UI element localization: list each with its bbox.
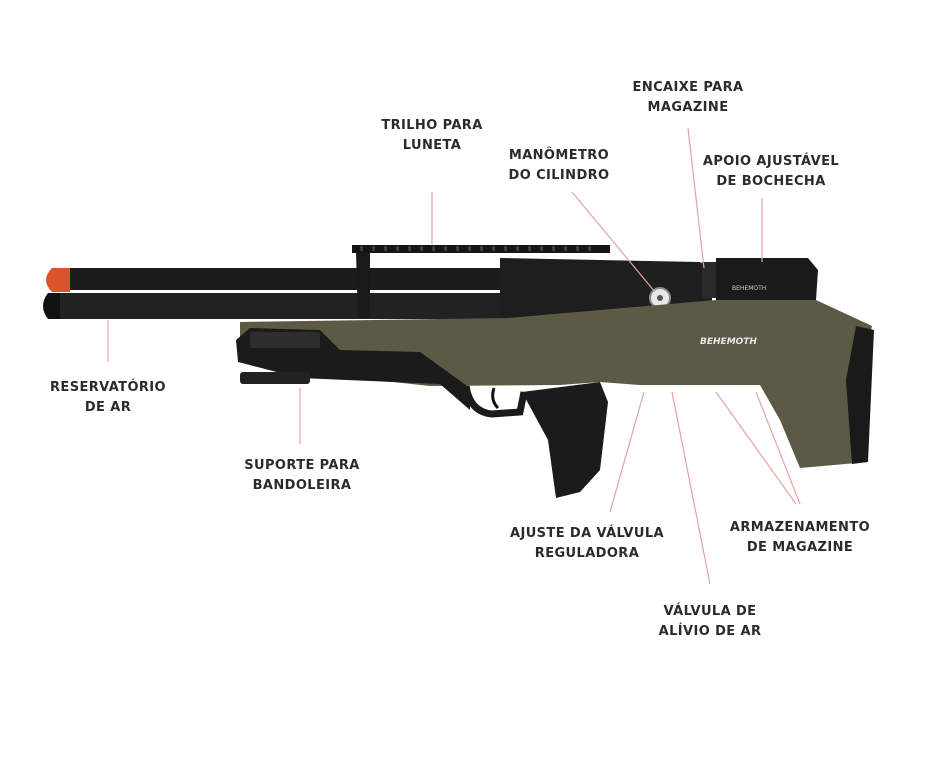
leader-encaixe xyxy=(687,127,705,269)
label-valvula-line2: ALÍVIO DE AR xyxy=(658,624,762,639)
forend-rail xyxy=(250,332,320,348)
scope-rail-notches xyxy=(360,246,591,251)
pistol-grip xyxy=(522,382,608,498)
label-valvula-de-alivio: VÁLVULA DE ALÍVIO DE AR xyxy=(642,602,778,642)
label-suporte-para-bandoleira: SUPORTE PARA BANDOLEIRA xyxy=(234,456,370,496)
leader-ajuste xyxy=(609,391,645,513)
label-reservatorio-de-ar: RESERVATÓRIO DE AR xyxy=(40,378,176,418)
label-ajuste-line1: AJUSTE DA VÁLVULA xyxy=(510,526,664,541)
label-suporte-line1: SUPORTE PARA xyxy=(244,458,360,473)
barrel xyxy=(52,268,522,290)
label-reservatorio-line2: DE AR xyxy=(84,400,132,415)
label-manometro-line1: MANÔMETRO xyxy=(508,148,610,163)
brand-plate: BEHEMOTH xyxy=(700,337,757,347)
rail-bracket xyxy=(356,253,370,318)
label-trilho-line2: LUNETA xyxy=(402,138,462,153)
label-armazenamento-de-magazine: ARMAZENAMENTO DE MAGAZINE xyxy=(720,518,880,558)
label-armazenamento-line2: DE MAGAZINE xyxy=(746,540,854,555)
label-apoio-ajustavel: APOIO AJUSTÁVEL DE BOCHECHA xyxy=(696,152,846,192)
butt-pad xyxy=(846,326,874,464)
label-apoio-line1: APOIO AJUSTÁVEL xyxy=(702,154,840,169)
trigger-guard xyxy=(462,385,528,418)
leader-valvula xyxy=(671,391,711,585)
pressure-gauge-center xyxy=(657,295,663,301)
label-encaixe-line2: MAGAZINE xyxy=(647,100,729,115)
leader-armazenamento-a xyxy=(715,391,797,505)
cheek-rest-brand: BEHEMOTH xyxy=(732,285,766,292)
magazine-slot xyxy=(702,262,718,298)
leader-manometro xyxy=(571,191,656,293)
trigger xyxy=(491,387,500,410)
label-ajuste-line2: REGULADORA xyxy=(534,546,640,561)
label-trilho-line1: TRILHO PARA xyxy=(381,118,483,133)
label-encaixe-line1: ENCAIXE PARA xyxy=(632,80,744,95)
label-trilho-para-luneta: TRILHO PARA LUNETA xyxy=(362,116,502,156)
label-apoio-line2: DE BOCHECHA xyxy=(716,174,826,189)
stock-body xyxy=(240,300,872,468)
label-armazenamento-line1: ARMAZENAMENTO xyxy=(729,520,871,535)
label-suporte-line2: BANDOLEIRA xyxy=(252,478,352,493)
leader-lines xyxy=(107,127,801,585)
label-manometro-do-cilindro: MANÔMETRO DO CILINDRO xyxy=(494,146,624,186)
label-ajuste-da-valvula: AJUSTE DA VÁLVULA REGULADORA xyxy=(502,524,672,564)
muzzle-cap xyxy=(46,268,70,292)
leader-armazenamento-b xyxy=(755,391,801,505)
label-valvula-line1: VÁLVULA DE xyxy=(663,604,757,619)
forend xyxy=(236,328,470,410)
sling-mount xyxy=(240,372,310,384)
reservoir-end-cap xyxy=(43,293,60,319)
label-encaixe-para-magazine: ENCAIXE PARA MAGAZINE xyxy=(618,78,758,118)
label-reservatorio-line1: RESERVATÓRIO xyxy=(50,380,166,395)
cheek-rest xyxy=(716,258,818,300)
label-manometro-line2: DO CILINDRO xyxy=(508,168,610,183)
air-reservoir-tube xyxy=(48,293,508,319)
